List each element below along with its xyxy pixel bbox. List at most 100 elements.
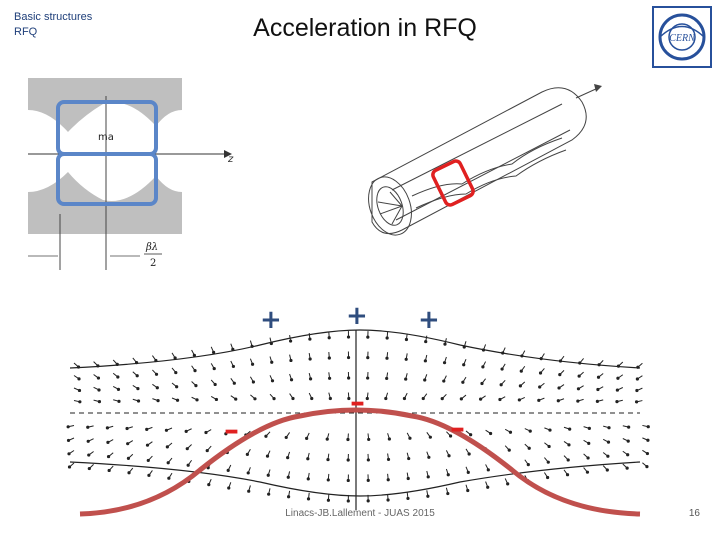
field-arrow-head [308, 337, 312, 341]
field-arrow-head [347, 396, 351, 401]
slide-title: Acceleration in RFQ [253, 14, 477, 42]
beam-axis [575, 87, 599, 99]
field-arrow-head [107, 468, 111, 473]
field-arrow-head [227, 486, 231, 490]
field-arrow-head [86, 439, 90, 443]
field-arrow-head [135, 374, 139, 378]
section-line-2: RFQ [14, 26, 38, 38]
field-arrow-head [156, 399, 160, 403]
field-arrow-head [286, 495, 291, 499]
field-arrow-head [508, 430, 513, 434]
field-arrow-head [328, 396, 332, 401]
field-arrow-head [212, 350, 216, 354]
field-arrow-head [366, 499, 370, 503]
red-highlight-box [431, 159, 475, 207]
field-arrow-head [605, 468, 609, 472]
field-arrow-head [67, 465, 72, 469]
field-arrow-head [207, 483, 211, 487]
field-arrow-head [386, 478, 390, 482]
field-arrow-head [565, 473, 570, 477]
field-arrow-head [466, 488, 470, 493]
field-arrow-head [77, 388, 82, 393]
field-arrow-head [308, 357, 312, 361]
field-arrow-head [402, 396, 407, 401]
field-arrow-head [346, 335, 351, 339]
field-arrow-head [127, 471, 131, 475]
field-arrow-head [596, 387, 600, 392]
field-arrow-head [367, 437, 371, 442]
field-arrow-head [645, 465, 649, 469]
field-arrow-head [423, 378, 427, 382]
field-arrow-head [537, 398, 541, 402]
field-arrow-head [291, 396, 295, 401]
field-arrow-head [424, 339, 428, 344]
field-arrow-head [625, 466, 629, 470]
field-arrow-head [246, 471, 250, 475]
field-arrow-head [596, 375, 601, 379]
field-arrow-head [175, 385, 179, 389]
field-arrow-head [404, 377, 408, 381]
field-arrow-head [106, 440, 110, 444]
field-arrow-head [386, 457, 391, 462]
plus-sign-left: + [260, 305, 282, 335]
field-arrow-head [305, 436, 309, 441]
field-arrow-head [126, 456, 130, 460]
field-arrow-head [116, 375, 120, 379]
field-arrow-head [519, 369, 523, 373]
cavity-end [368, 176, 412, 236]
field-arrow-head [224, 432, 228, 436]
rfq-cavity-figure [368, 84, 602, 236]
field-arrow-head [366, 376, 370, 380]
field-arrow-head [347, 376, 351, 380]
field-arrow-head [548, 428, 552, 432]
field-arrow-head [154, 372, 159, 376]
field-arrow-head [446, 473, 450, 477]
field-arrow-head [272, 396, 276, 401]
field-arrow-head [386, 498, 390, 502]
field-arrow-head [518, 384, 522, 388]
minus-sign-center: – [350, 385, 365, 420]
z-label: z [227, 154, 234, 165]
modulation-line-2 [415, 149, 567, 209]
field-arrow-head [251, 380, 256, 384]
field-arrow-head [77, 377, 81, 381]
minus-sign-right: – [450, 411, 465, 446]
field-arrow-head [175, 398, 180, 402]
section-line-1: Basic structures [14, 11, 93, 23]
field-arrow-head [270, 379, 275, 383]
field-arrow-head [67, 452, 71, 456]
field-arrow-head [538, 385, 542, 389]
field-arrow-head [606, 440, 611, 444]
field-arrow-head [205, 448, 209, 453]
field-arrow-head [480, 381, 484, 386]
field-arrow-head [387, 437, 391, 441]
field-arrow-head [97, 388, 101, 392]
field-arrow-head [517, 398, 521, 402]
field-arrow-head [527, 446, 531, 450]
field-arrow-head [506, 482, 510, 486]
field-arrow-head [270, 360, 274, 364]
field-arrow-head [459, 397, 463, 401]
field-arrow-head [489, 431, 493, 436]
field-arrow-head [626, 453, 630, 457]
field-arrow-head [547, 444, 551, 449]
field-arrow-head [426, 475, 430, 479]
field-arrow-head [443, 342, 447, 346]
modulation-line-1 [411, 137, 563, 197]
field-arrow-head [646, 425, 650, 429]
z-axis-arrow [224, 150, 232, 158]
field-arrow-head [646, 438, 650, 442]
field-arrow-head [528, 429, 532, 433]
field-arrow-head [634, 400, 639, 404]
field-arrow-head [247, 489, 251, 493]
field-arrow-head [174, 370, 178, 375]
field-arrow-head [546, 475, 550, 480]
field-arrow-head [146, 458, 150, 463]
field-arrow-head [306, 457, 310, 461]
field-arrow-head [173, 356, 177, 360]
field-arrow-head [406, 496, 410, 501]
field-arrow-head [615, 400, 619, 404]
field-arrow-head [245, 452, 249, 456]
field-arrow-head [184, 429, 188, 433]
field-arrow-head [231, 364, 236, 369]
